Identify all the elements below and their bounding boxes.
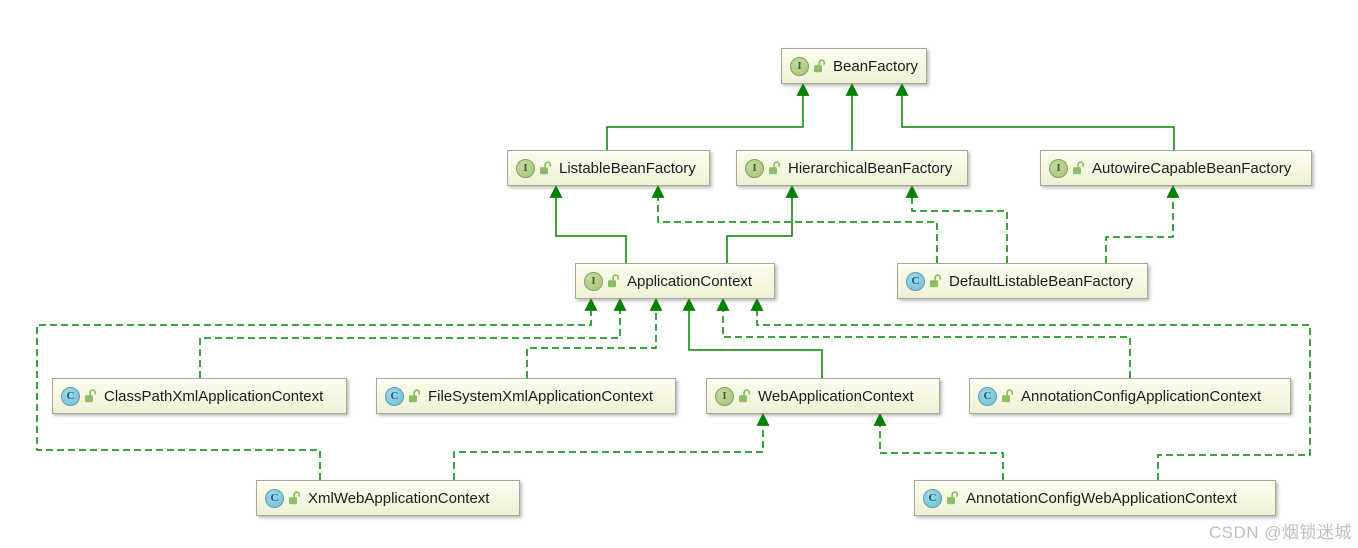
edge-class-path-xml-application-context-to-application-context — [199, 297, 627, 378]
unlocked-icon — [409, 389, 421, 403]
class-node-hierarchical-bean-factory[interactable]: I HierarchicalBeanFactory — [736, 150, 968, 186]
class-node-annotation-config-application-context[interactable]: C AnnotationConfigApplicationContext — [969, 378, 1291, 414]
class-name-label: AnnotationConfigWebApplicationContext — [966, 489, 1237, 507]
edge-application-context-to-hierarchical-bean-factory — [726, 184, 799, 263]
edge-default-listable-bean-factory-to-autowire-capable-bean-factory — [1105, 184, 1180, 263]
class-node-listable-bean-factory[interactable]: I ListableBeanFactory — [507, 150, 710, 186]
unlocked-icon — [85, 389, 97, 403]
unlocked-icon — [769, 161, 781, 175]
interface-icon: I — [745, 158, 764, 178]
class-name-label: ListableBeanFactory — [559, 159, 696, 177]
edge-application-context-to-listable-bean-factory — [549, 184, 627, 263]
class-node-annotation-config-web-application-context[interactable]: C AnnotationConfigWebApplicationContext — [914, 480, 1276, 516]
class-name-label: FileSystemXmlApplicationContext — [428, 387, 654, 405]
class-name-label: AnnotationConfigApplicationContext — [1021, 387, 1262, 405]
class-icon: C — [265, 488, 284, 508]
edge-default-listable-bean-factory-to-listable-bean-factory — [651, 184, 938, 263]
unlocked-icon — [289, 491, 301, 505]
class-icon: C — [906, 271, 925, 291]
csdn-watermark: CSDN @烟锁迷城 — [1208, 523, 1352, 542]
edge-xml-web-application-context-to-web-application-context — [453, 412, 770, 480]
interface-icon: I — [584, 271, 603, 291]
class-node-default-listable-bean-factory[interactable]: C DefaultListableBeanFactory — [897, 263, 1148, 299]
class-name-label: HierarchicalBeanFactory — [788, 159, 953, 177]
unlocked-icon — [814, 59, 826, 73]
class-node-class-path-xml-application-context[interactable]: C ClassPathXmlApplicationContext — [52, 378, 347, 414]
class-name-label: DefaultListableBeanFactory — [949, 272, 1134, 290]
edge-annotation-config-web-application-context-to-web-application-context — [873, 412, 1004, 480]
unlocked-icon — [947, 491, 959, 505]
unlocked-icon — [1002, 389, 1014, 403]
class-name-label: ClassPathXmlApplicationContext — [104, 387, 324, 405]
edge-xml-web-application-context-to-application-context — [36, 297, 598, 480]
edge-autowire-capable-bean-factory-to-bean-factory — [895, 82, 1175, 150]
unlocked-icon — [1073, 161, 1085, 175]
class-node-autowire-capable-bean-factory[interactable]: I AutowireCapableBeanFactory — [1040, 150, 1312, 186]
edge-file-system-xml-application-context-to-application-context — [526, 297, 663, 378]
class-icon: C — [385, 386, 404, 406]
edge-listable-bean-factory-to-bean-factory — [606, 82, 810, 150]
interface-icon: I — [1049, 158, 1068, 178]
unlocked-icon — [739, 389, 751, 403]
class-node-application-context[interactable]: I ApplicationContext — [575, 263, 775, 299]
class-node-web-application-context[interactable]: I WebApplicationContext — [706, 378, 940, 414]
class-node-bean-factory[interactable]: I BeanFactory — [781, 48, 927, 84]
edge-annotation-config-web-application-context-to-application-context — [750, 297, 1311, 480]
unlocked-icon — [930, 274, 942, 288]
class-name-label: ApplicationContext — [627, 272, 753, 290]
class-node-xml-web-application-context[interactable]: C XmlWebApplicationContext — [256, 480, 520, 516]
edge-annotation-config-application-context-to-application-context — [716, 297, 1131, 378]
interface-icon: I — [790, 56, 809, 76]
edge-default-listable-bean-factory-to-hierarchical-bean-factory — [905, 184, 1008, 263]
unlocked-icon — [608, 274, 620, 288]
class-name-label: XmlWebApplicationContext — [308, 489, 490, 507]
class-name-label: WebApplicationContext — [758, 387, 914, 405]
class-icon: C — [978, 386, 997, 406]
class-name-label: AutowireCapableBeanFactory — [1092, 159, 1292, 177]
class-icon: C — [61, 386, 80, 406]
class-node-file-system-xml-application-context[interactable]: C FileSystemXmlApplicationContext — [376, 378, 676, 414]
edge-web-application-context-to-application-context — [682, 297, 823, 378]
unlocked-icon — [540, 161, 552, 175]
interface-icon: I — [715, 386, 734, 406]
class-name-label: BeanFactory — [833, 57, 919, 75]
interface-icon: I — [516, 158, 535, 178]
class-icon: C — [923, 488, 942, 508]
